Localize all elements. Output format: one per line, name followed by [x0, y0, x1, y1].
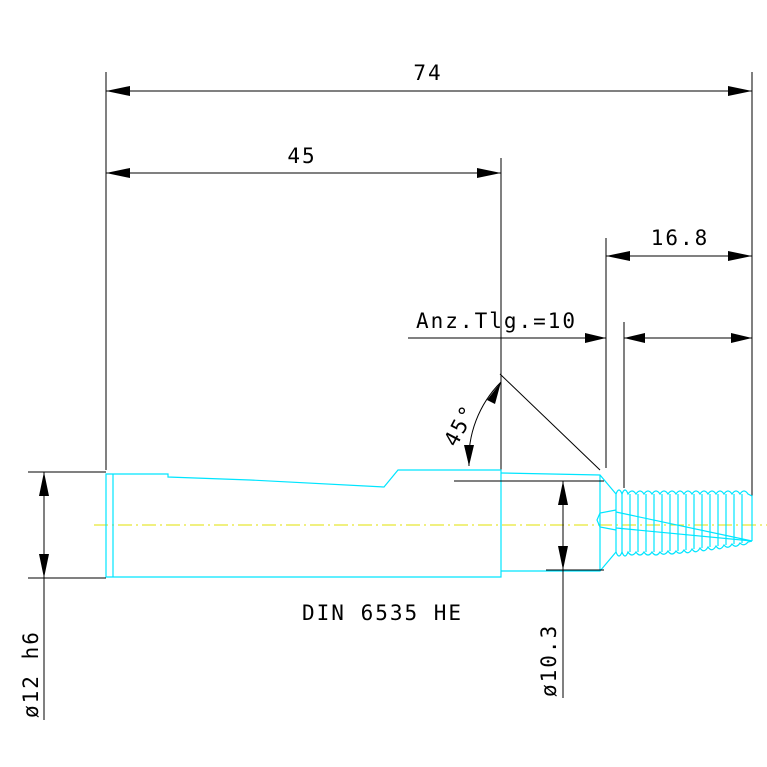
- angle-dimension: 45°: [439, 373, 601, 471]
- standard-label: DIN 6535 HE: [302, 601, 463, 625]
- dimension-shank-label: 45: [287, 144, 316, 168]
- shank-diameter-label: ø12 h6: [19, 630, 43, 718]
- dimension-overall-label: 74: [413, 61, 442, 85]
- dimension-thread-label: 16.8: [651, 226, 710, 250]
- dimension-overall-length: 74: [105, 61, 753, 500]
- dimension-shank-diameter: ø12 h6: [19, 471, 106, 720]
- tool-outline: [105, 469, 753, 578]
- dimension-shank-length: 45: [106, 144, 502, 470]
- teeth-count-callout: Anz.Tlg.=10: [408, 309, 752, 488]
- dimension-thread-length: 16.8: [605, 226, 752, 468]
- teeth-count-label: Anz.Tlg.=10: [416, 309, 577, 333]
- dimension-neck-diameter: ø10.3: [454, 480, 604, 698]
- neck-diameter-label: ø10.3: [537, 624, 561, 697]
